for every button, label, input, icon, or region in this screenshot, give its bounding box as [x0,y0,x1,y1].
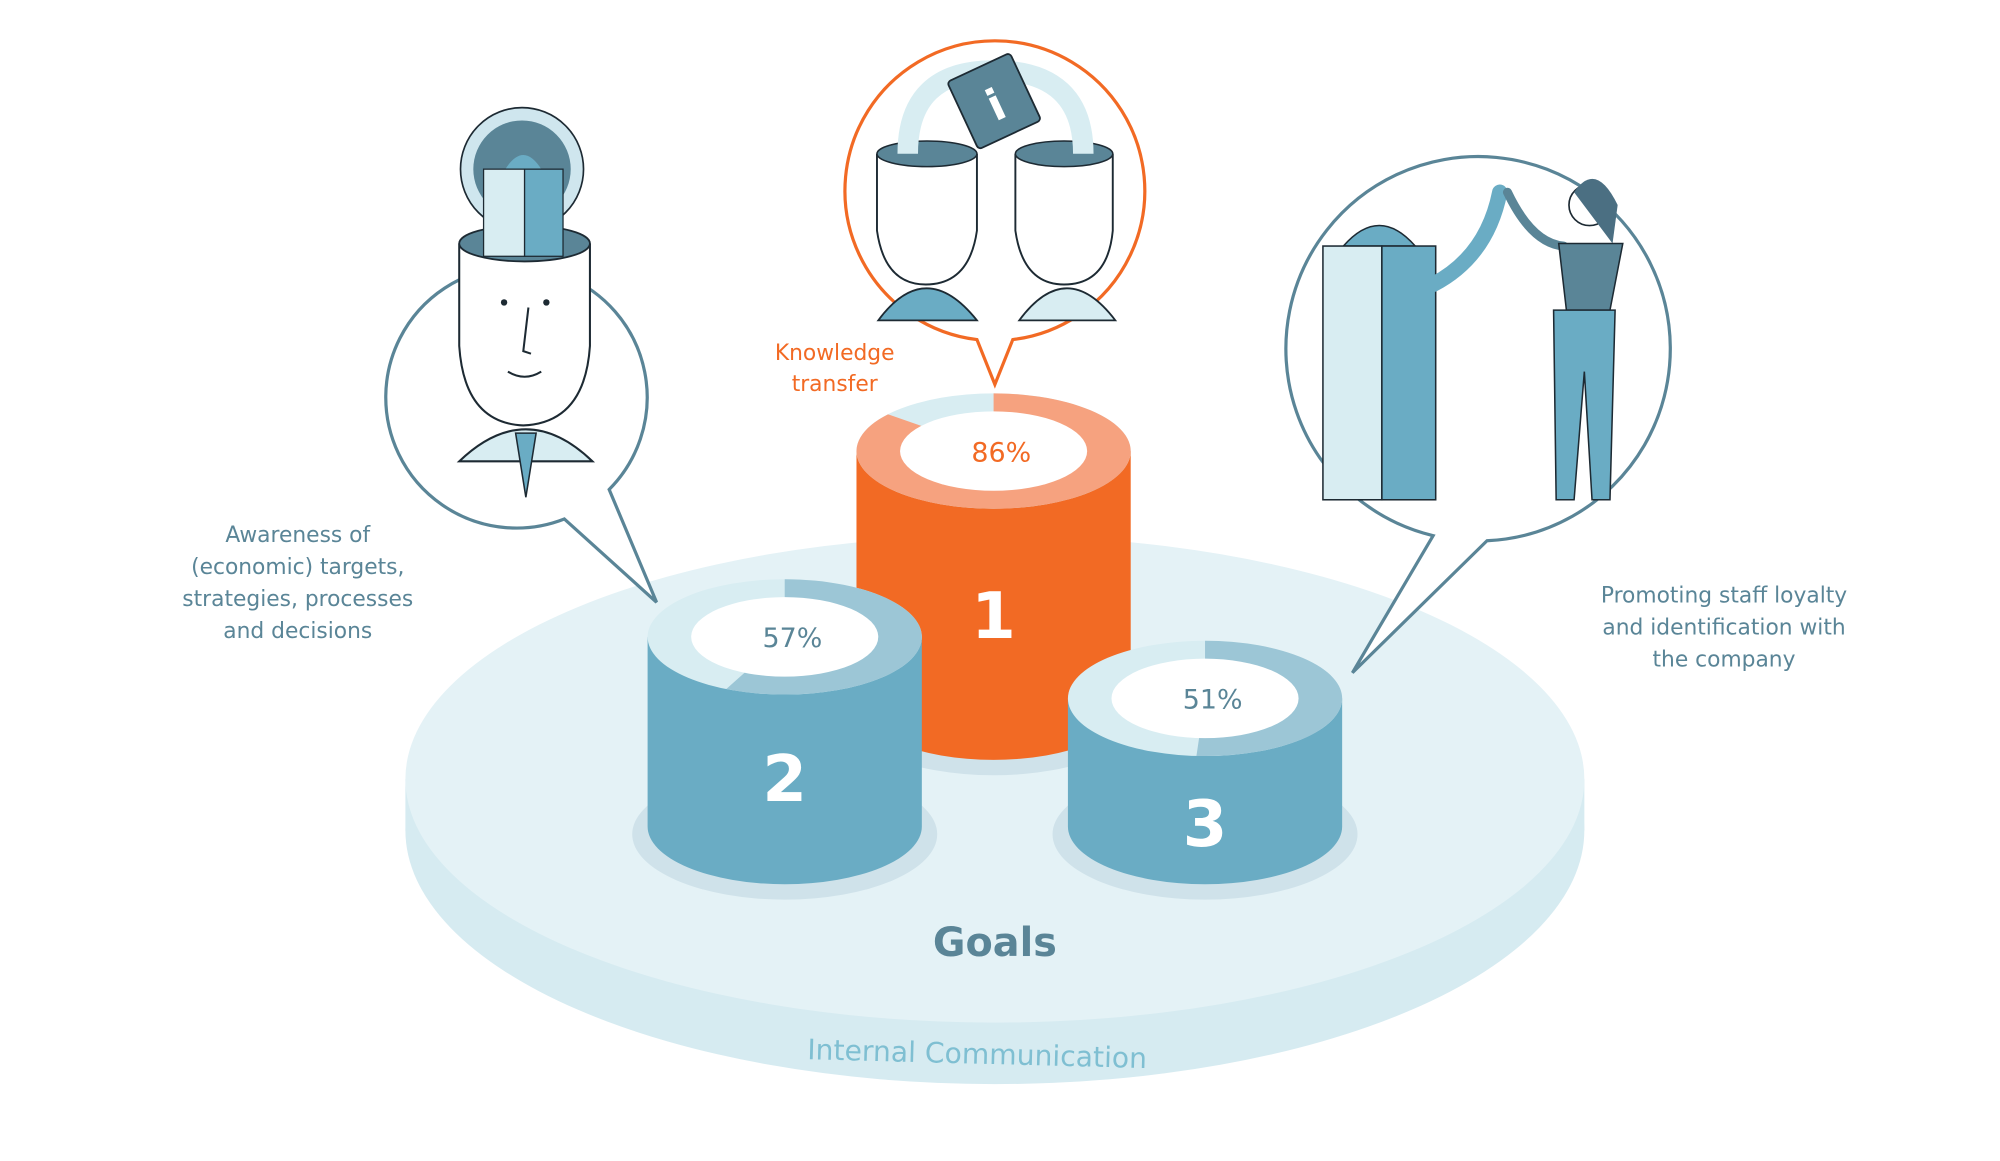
svg-text:(economic) targets,: (economic) targets, [191,555,404,580]
label-loyalty: Promoting staff loyalty and identificati… [1601,583,1847,672]
ring-center [1111,658,1299,739]
podium-body [647,636,922,885]
goals-title: Goals [933,920,1057,966]
podium-2: 57% 2 [632,579,938,900]
building-icon [459,106,585,257]
speech-bubble-knowledge: i [843,39,1147,389]
label-awareness: Awareness of (economic) targets, strateg… [182,523,413,644]
svg-text:Promoting staff loyalty: Promoting staff loyalty [1601,583,1847,608]
svg-text:transfer: transfer [792,372,878,397]
percent-label: 86% [971,437,1031,468]
speech-bubble-loyalty [1284,155,1672,674]
info-book-icon: i [947,53,1041,150]
podium-3: 51% 3 [1052,640,1358,900]
percent-label: 51% [1183,685,1243,716]
svg-text:Knowledge: Knowledge [775,341,895,366]
rank-number: 3 [1183,788,1228,862]
svg-text:Awareness of: Awareness of [225,523,371,548]
svg-text:the company: the company [1653,647,1796,672]
rank-number: 2 [762,743,807,817]
speech-bubble-awareness [384,106,659,604]
podium-1: 86% 1 [841,393,1147,776]
high-five-icon [1322,178,1624,501]
ring-center [691,597,879,677]
svg-text:and decisions: and decisions [223,619,372,644]
svg-text:strategies, processes: strategies, processes [182,587,413,612]
label-knowledge-transfer: Knowledge transfer [775,341,895,397]
person-icon [876,60,1118,322]
svg-text:and identification with: and identification with [1602,615,1845,640]
podium-body [856,451,1131,760]
person-icon [456,224,596,498]
ring-center [900,411,1088,491]
rank-number: 1 [971,580,1016,654]
percent-label: 57% [762,623,822,654]
